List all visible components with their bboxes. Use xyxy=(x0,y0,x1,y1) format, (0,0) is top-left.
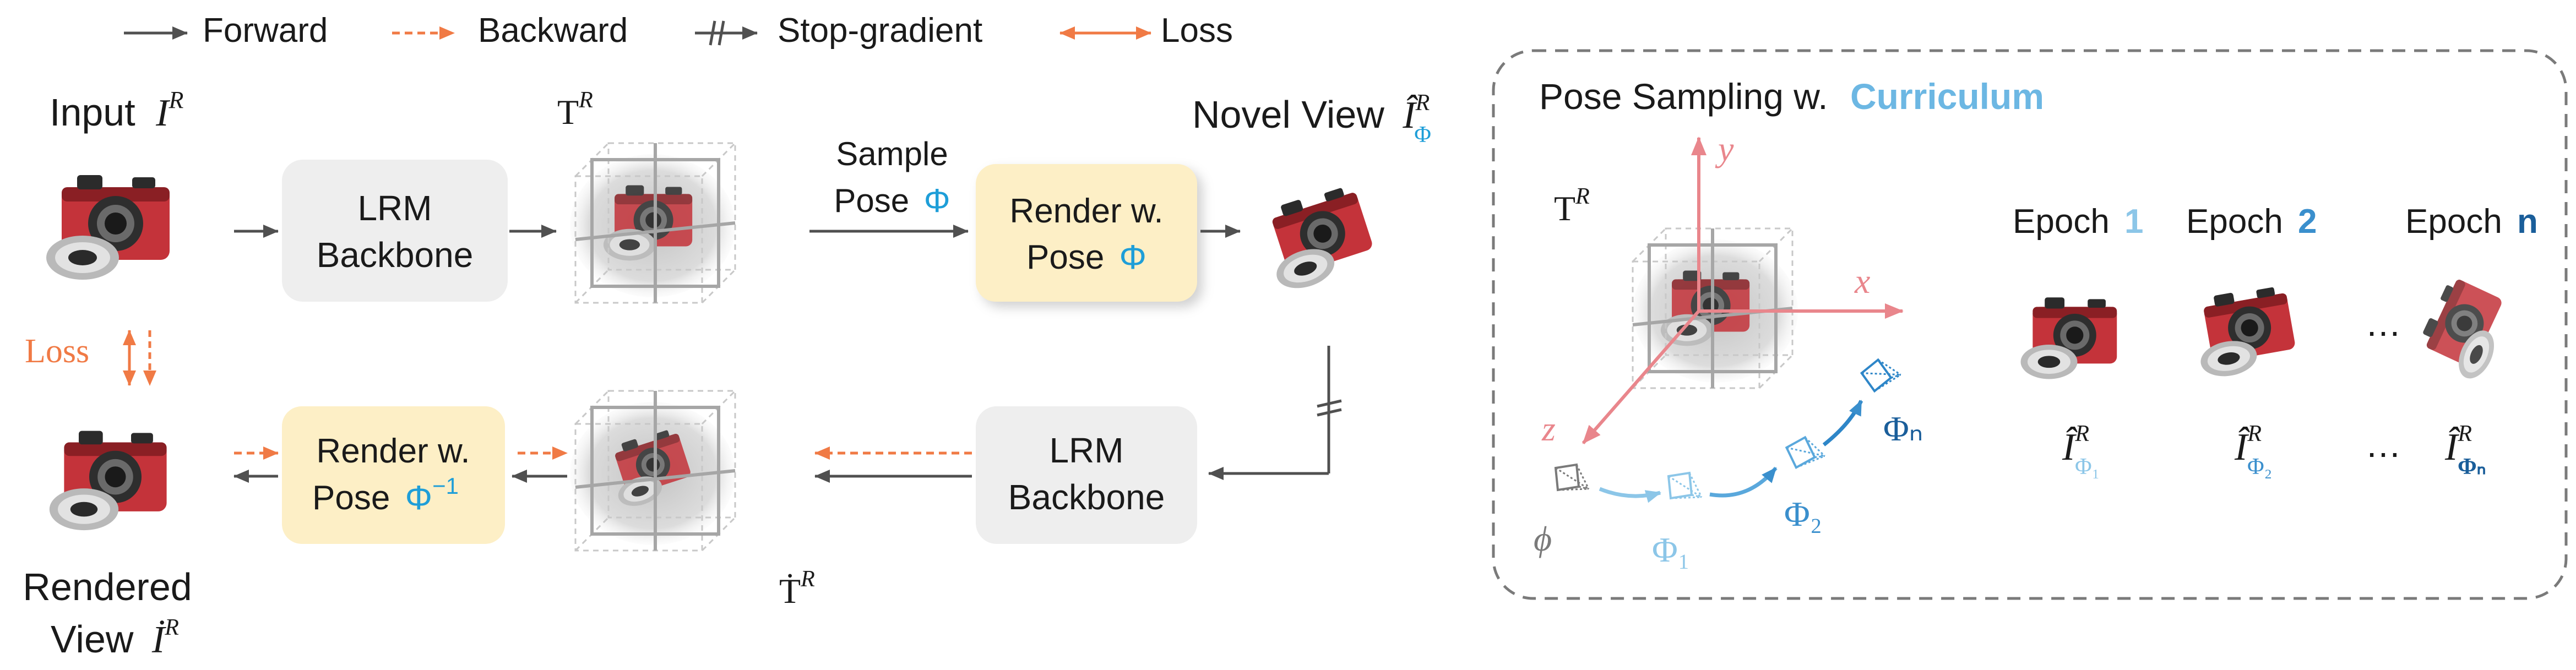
svg-text:Pose Sampling w. Curricu: Pose Sampling w. Curriculum xyxy=(1539,76,2044,117)
svg-text:Backbone: Backbone xyxy=(1008,477,1165,517)
phi-n-label: Φₙ xyxy=(1883,409,1923,448)
phi-1-label: Φ₁ xyxy=(1652,530,1690,569)
svg-text:LRM: LRM xyxy=(357,188,432,228)
triplane-bottom xyxy=(570,391,735,551)
epoch-n-label: Epoch n xyxy=(2405,203,2538,241)
rendered-view-label: Rendered xyxy=(23,565,192,608)
pose-n-icon xyxy=(1858,352,1903,394)
epoch-1-image xyxy=(2020,297,2117,379)
sample-pose-label: Sample xyxy=(836,135,948,172)
phi-2-label: Φ₂ xyxy=(1784,494,1822,533)
render-pose-box xyxy=(976,164,1197,302)
svg-text:Novel View ÎRΦ: Novel View ÎRΦ xyxy=(1192,90,1431,148)
input-label: Input xyxy=(50,91,135,134)
pose-axes xyxy=(1582,137,1904,444)
phi-init-label: ϕ xyxy=(1534,519,1552,558)
pose-init-icon xyxy=(1555,464,1590,491)
epoch-1-label: Epoch 1 xyxy=(2013,203,2144,241)
axis-y-label: y xyxy=(1715,129,1734,168)
axis-z-label: z xyxy=(1541,409,1556,448)
curriculum-word: Curriculum xyxy=(1850,76,2044,117)
pose-2-icon xyxy=(1784,432,1827,470)
svg-text:View İR: View İR xyxy=(51,615,179,661)
epoch-2-image xyxy=(2189,283,2299,380)
epoch-ellipsis-top: … xyxy=(2365,303,2401,344)
lrm-backbone-bottom xyxy=(976,406,1197,544)
svg-text:Render w.: Render w. xyxy=(1009,192,1163,230)
legend-backward: Backward xyxy=(478,12,628,50)
legend-forward: Forward xyxy=(203,12,328,50)
loss-label: Loss xyxy=(25,333,89,370)
epoch-ellipsis-bottom: … xyxy=(2365,424,2401,465)
epoch-n-image xyxy=(2413,275,2517,384)
curriculum-panel: Pose Sampling w. Curriculum y x z TR ϕ Φ… xyxy=(1492,49,2568,600)
axis-x-label: x xyxy=(1854,262,1870,301)
svg-text:Backbone: Backbone xyxy=(317,235,474,275)
epoch-2-label: Epoch 2 xyxy=(2186,203,2317,241)
svg-text:LRM: LRM xyxy=(1049,431,1123,470)
novel-view-image xyxy=(1256,182,1379,295)
svg-text:TR: TR xyxy=(1554,184,1590,228)
input-image xyxy=(46,175,170,280)
svg-text:Pose Φ: Pose Φ xyxy=(834,182,950,219)
lrm-backbone-top xyxy=(282,160,508,302)
novel-view-label: Novel View xyxy=(1192,93,1384,136)
triplane-top xyxy=(570,143,735,303)
triplane-top-label: T xyxy=(557,92,579,132)
input-symbol: I xyxy=(155,92,171,134)
render-pose-inverse-box xyxy=(282,406,505,544)
svg-text:TR: TR xyxy=(557,88,593,132)
svg-text:Input IR: Input IR xyxy=(50,86,183,134)
triplane-bottom-label: Ṫ xyxy=(779,571,801,611)
pose-1-icon xyxy=(1667,472,1703,499)
rendered-view-image xyxy=(49,431,167,531)
triplane-right-label: T xyxy=(1554,189,1575,228)
left-pipeline: Input IR LRM Backbone TR Sample Pose Φ xyxy=(23,86,1431,661)
curriculum-title: Pose Sampling w. xyxy=(1539,76,1828,117)
legend-stop-gradient: Stop-gradient xyxy=(778,12,982,50)
legend: Forward Backward Stop-gradient Loss xyxy=(124,12,1233,50)
svg-text:Render w.: Render w. xyxy=(316,432,470,470)
svg-text:Pose Φ: Pose Φ xyxy=(1026,238,1146,276)
svg-text:Pose Φ−1: Pose Φ−1 xyxy=(312,473,459,517)
legend-loss: Loss xyxy=(1161,12,1233,50)
svg-text:ṪR: ṪR xyxy=(779,566,815,611)
